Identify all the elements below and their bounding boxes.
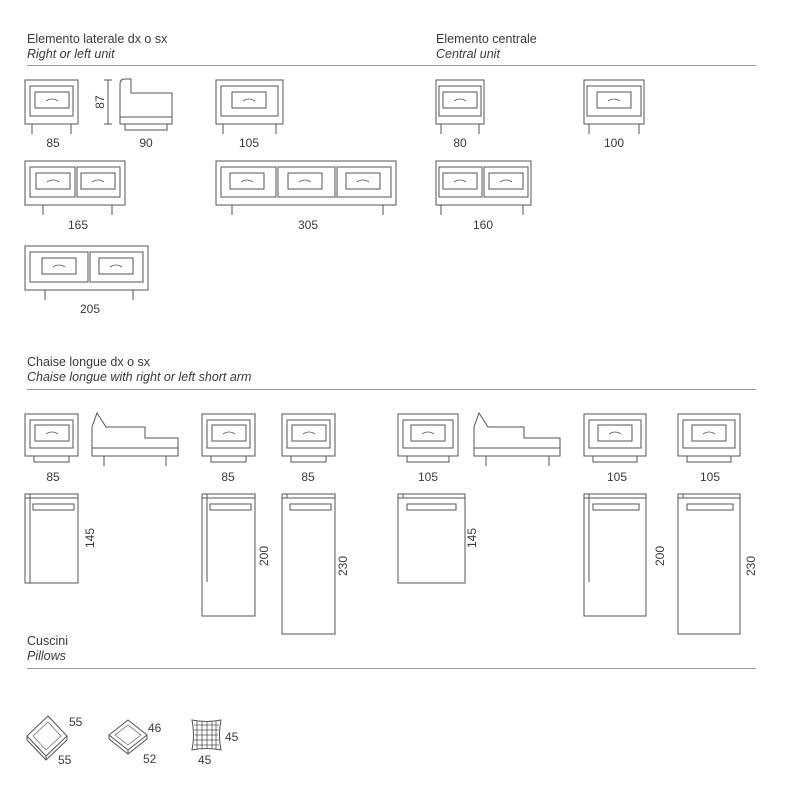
- section-pillows-title: Cuscini Pillows: [27, 634, 68, 664]
- chaise-a-side: [91, 411, 179, 466]
- dim-chaise-c-length: 230: [336, 556, 350, 576]
- lateral-unit-305: [215, 160, 397, 215]
- dim-lat-85: 85: [46, 136, 60, 150]
- dim-lat-305: 305: [298, 218, 318, 232]
- chaise-e-plan: [583, 493, 647, 617]
- chaise-d-side: [473, 411, 561, 466]
- lateral-unit-85-front: [24, 79, 79, 134]
- dim-chaise-b-length: 200: [257, 546, 271, 566]
- dim-pillow3-b: 45: [198, 753, 212, 767]
- chaise-a-front: [24, 413, 79, 463]
- dim-cen-160: 160: [473, 218, 493, 232]
- chaise-title-it: Chaise longue dx o sx: [27, 355, 150, 369]
- section-chaise-title: Chaise longue dx o sx Chaise longue with…: [27, 355, 251, 385]
- dim-chaise-a-length: 145: [83, 528, 97, 548]
- dim-cen-100: 100: [604, 136, 624, 150]
- chaise-c-front: [281, 413, 336, 463]
- divider-pillows: [27, 668, 756, 669]
- divider-top: [27, 65, 756, 66]
- central-unit-100: [583, 79, 645, 134]
- lateral-unit-165: [24, 160, 126, 215]
- dim-pillow2-a: 46: [148, 721, 162, 735]
- dim-chaise-e-width: 105: [607, 470, 627, 484]
- chaise-title-en: Chaise longue with right or left short a…: [27, 370, 252, 384]
- dim-chaise-f-width: 105: [700, 470, 720, 484]
- divider-chaise: [27, 389, 756, 390]
- dimension-height-87: [104, 79, 112, 125]
- lateral-unit-205: [24, 245, 149, 300]
- dim-chaise-c-width: 85: [301, 470, 315, 484]
- chaise-f-plan: [677, 493, 741, 635]
- chaise-d-front: [397, 413, 459, 463]
- dim-chaise-f-length: 230: [744, 556, 758, 576]
- dim-chaise-d-width: 105: [418, 470, 438, 484]
- dim-pillow3-a: 45: [225, 730, 239, 744]
- section-lateral-title: Elemento laterale dx o sx Right or left …: [27, 32, 167, 62]
- chaise-b-front: [201, 413, 256, 463]
- chaise-c-plan: [281, 493, 336, 635]
- dim-pillow2-b: 52: [143, 752, 157, 766]
- central-unit-160: [435, 160, 532, 215]
- lateral-title-it: Elemento laterale dx o sx: [27, 32, 168, 46]
- central-title-it: Elemento centrale: [436, 32, 537, 46]
- dim-pillow1-b: 55: [58, 753, 72, 767]
- dim-chaise-e-length: 200: [653, 546, 667, 566]
- dim-lat-165: 165: [68, 218, 88, 232]
- pillow-46x52-icon: [108, 719, 148, 755]
- dim-pillow1-a: 55: [69, 715, 83, 729]
- section-central-title: Elemento centrale Central unit: [436, 32, 537, 62]
- chaise-f-front: [677, 413, 741, 463]
- pillow-45x45-grid-icon: [191, 719, 222, 751]
- chaise-e-front: [583, 413, 647, 463]
- dim-chaise-d-length: 145: [465, 528, 479, 548]
- dim-lat-depth-90: 90: [139, 136, 153, 150]
- central-title-en: Central unit: [436, 47, 500, 61]
- pillows-title-it: Cuscini: [27, 634, 68, 648]
- dim-lat-height-87: 87: [93, 95, 107, 109]
- dim-lat-105: 105: [239, 136, 259, 150]
- dim-lat-205: 205: [80, 302, 100, 316]
- central-unit-80: [435, 79, 485, 134]
- chaise-a-plan: [24, 493, 79, 584]
- dim-chaise-a-width: 85: [46, 470, 60, 484]
- lateral-unit-105-front: [215, 79, 284, 134]
- pillows-title-en: Pillows: [27, 649, 66, 663]
- lateral-unit-side: [119, 78, 173, 131]
- chaise-d-plan: [397, 493, 466, 584]
- pillow-55x55-icon: [26, 715, 68, 761]
- dim-cen-80: 80: [453, 136, 467, 150]
- lateral-title-en: Right or left unit: [27, 47, 115, 61]
- dim-chaise-b-width: 85: [221, 470, 235, 484]
- chaise-b-plan: [201, 493, 256, 617]
